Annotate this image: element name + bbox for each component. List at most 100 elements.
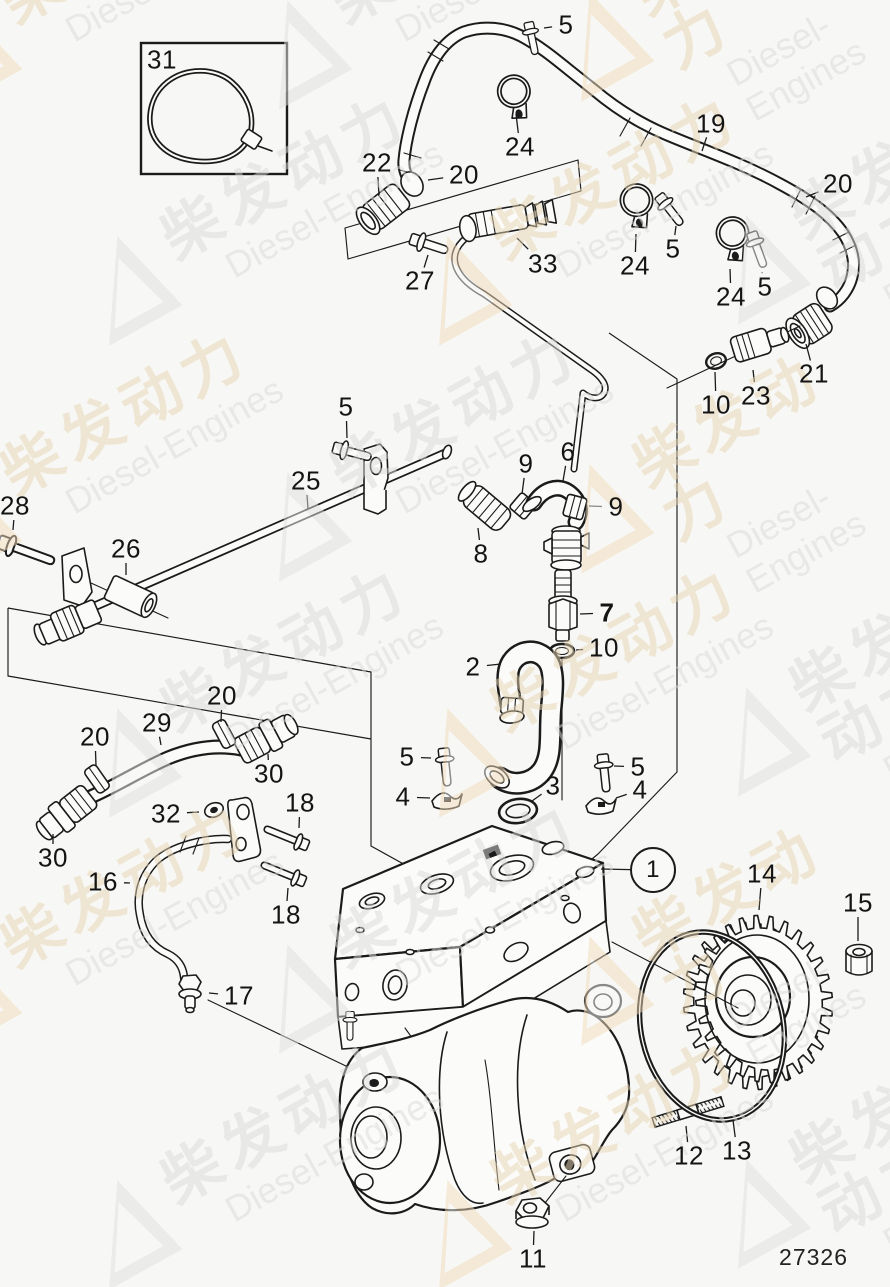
pipe-bracket-tab	[363, 443, 389, 515]
callout-33-6: 33	[528, 248, 558, 279]
quick-connector	[543, 525, 590, 571]
leader-line-7-24	[579, 612, 594, 615]
bracket-32	[227, 796, 262, 863]
leader-line-13-47	[732, 1119, 736, 1138]
callout-30-40: 30	[254, 758, 284, 789]
bolt-5f	[592, 752, 617, 794]
coupling-30-right	[233, 713, 299, 764]
callout-20-8: 20	[823, 168, 853, 199]
leader-line-20-4	[427, 177, 444, 181]
leader-line-24-9	[634, 233, 637, 253]
leader-line-20-8	[805, 191, 819, 198]
bolt-28	[0, 530, 59, 573]
bolt-27	[406, 228, 452, 261]
callout-20-44: 20	[80, 721, 110, 752]
callout-6-21: 6	[560, 436, 576, 467]
callout-5-1: 5	[558, 9, 574, 40]
callout-30-41: 30	[38, 842, 68, 873]
callout-16-35: 16	[88, 866, 118, 897]
callout-20-4: 20	[449, 159, 479, 190]
callout-13-47: 13	[722, 1135, 752, 1166]
spacer-26	[103, 575, 158, 619]
bolt-5b	[650, 189, 690, 231]
leader-line-21-13	[805, 343, 812, 361]
leader-line-32-39	[186, 811, 200, 814]
callout-14-33: 14	[747, 858, 777, 889]
bolt-18b	[257, 855, 310, 891]
callout-5-10: 5	[665, 233, 681, 264]
leader-line-9-22	[588, 505, 603, 508]
callout-17-36: 17	[224, 980, 254, 1011]
fitting-33	[458, 198, 558, 243]
callout-11-45: 11	[519, 1243, 547, 1274]
callout-29-42: 29	[142, 707, 172, 738]
nut-11	[515, 1197, 550, 1229]
fitting-17	[178, 974, 202, 1014]
leader-line-17-36	[208, 992, 219, 995]
leader-line-23-14	[752, 369, 756, 383]
callout-12-46: 12	[674, 1140, 704, 1171]
callout-8-23: 8	[473, 538, 489, 569]
callout-5-30: 5	[630, 751, 646, 782]
callout-9-20: 9	[518, 448, 534, 479]
callout-5-16: 5	[338, 391, 354, 422]
leader-line-10-25	[575, 648, 584, 651]
seal-ring-10a	[704, 352, 728, 370]
callout-10-15: 10	[701, 389, 731, 420]
leader-line-19-7	[701, 137, 708, 152]
pressure-valve-7	[548, 569, 578, 642]
leader-line-3-29	[531, 793, 542, 802]
callout-10-25: 10	[589, 632, 619, 663]
callout-21-13: 21	[799, 358, 829, 389]
leader-line-5-1	[543, 26, 553, 29]
callout-26-19: 26	[111, 533, 141, 564]
pipe-25-assembly	[0, 437, 453, 646]
leader-line-18-38	[286, 887, 289, 902]
pipe-25-end-fitting	[33, 599, 103, 646]
connector-8	[457, 480, 512, 531]
callout-7-24: 7	[599, 597, 615, 628]
leader-line-9-20	[521, 477, 525, 495]
leader-line-12-46	[685, 1125, 689, 1143]
leader-line-6-21	[562, 465, 567, 482]
callout-2-26: 2	[465, 651, 481, 682]
callout-15-34: 15	[843, 887, 873, 918]
callout-23-14: 23	[741, 380, 771, 411]
callout-1-32: 1	[630, 847, 676, 893]
leader-line-8-23	[477, 527, 481, 541]
callout-32-39: 32	[151, 798, 181, 829]
clamp-24b	[619, 183, 656, 232]
callout-20-43: 20	[207, 680, 237, 711]
clamp-24c	[715, 216, 752, 265]
elbow-fitting-21	[785, 286, 839, 350]
leader-line-4-31	[615, 793, 627, 799]
callout-28-18: 28	[0, 490, 30, 521]
leader-line-5-16	[345, 420, 348, 439]
callout-25-17: 25	[291, 465, 321, 496]
grommet-32	[203, 801, 225, 819]
clamp-20-left	[84, 764, 110, 794]
callout-27-5: 27	[405, 265, 435, 296]
compressor-body	[333, 824, 631, 1215]
leader-line-14-33	[758, 887, 762, 911]
callout-5-27: 5	[399, 741, 415, 772]
hose-2-group	[431, 640, 617, 825]
bolt-18a	[260, 819, 313, 855]
callout-24-2: 24	[505, 131, 535, 162]
cable-tie-31	[147, 68, 273, 165]
callout-18-38: 18	[271, 899, 301, 930]
callout-5-12: 5	[757, 271, 773, 302]
elbow-fitting-22	[355, 171, 424, 236]
leader-line-25-17	[306, 494, 309, 510]
leader-line-22-3	[377, 176, 380, 196]
clip-4a	[431, 792, 463, 810]
leader-line-20-44	[94, 750, 97, 767]
callout-4-31: 4	[632, 774, 648, 805]
leader-line-20-43	[220, 709, 223, 723]
callout-4-28: 4	[395, 781, 411, 812]
leader-line-24-2	[515, 113, 519, 134]
leader-line-4-28	[416, 796, 431, 799]
leader-line-11-45	[532, 1230, 535, 1246]
